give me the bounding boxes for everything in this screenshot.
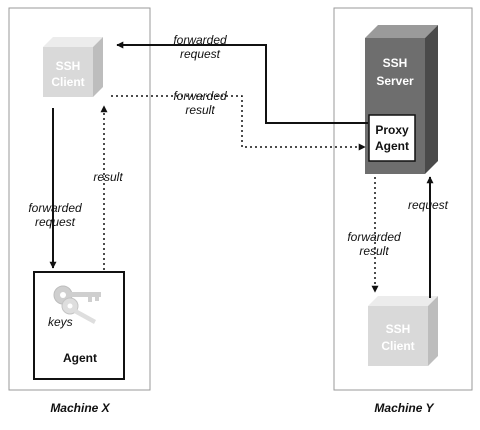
machine-x-caption: Machine X	[50, 401, 110, 415]
agent-label: Agent	[63, 351, 97, 365]
left-forwarded-request-label-2: request	[35, 215, 76, 229]
ssh-client-y-top	[368, 296, 438, 306]
agent-box: keys Agent	[33, 271, 125, 380]
keys-icon	[53, 285, 101, 324]
right-forwarded-result-label-2: result	[359, 244, 389, 258]
ssh-client-x-label-2: Client	[51, 75, 84, 89]
left-result-label: result	[93, 170, 123, 184]
ssh-server-side	[425, 25, 438, 174]
keys-label: keys	[48, 315, 73, 329]
ssh-server-top	[365, 25, 438, 38]
ssh-server-label-1: SSH	[383, 56, 408, 70]
left-forwarded-request-label-1: forwarded	[28, 201, 82, 215]
ssh-client-y-box: SSH Client	[368, 296, 438, 366]
top-forwarded-request-label-1: forwarded	[173, 33, 227, 47]
ssh-client-x-side	[93, 37, 103, 97]
right-forwarded-result-label-1: forwarded	[347, 230, 401, 244]
ssh-server-label-2: Server	[376, 74, 414, 88]
ssh-client-y-front	[368, 306, 428, 366]
ssh-client-y-label-1: SSH	[386, 322, 411, 336]
top-forwarded-result-label-1: forwarded	[173, 89, 227, 103]
top-forwarded-result-arrow	[111, 95, 366, 151]
agent-frame	[33, 271, 125, 380]
top-forwarded-result-label-2: result	[185, 103, 215, 117]
proxy-agent-label-2: Agent	[375, 139, 409, 153]
ssh-client-y-label-2: Client	[381, 339, 414, 353]
top-forwarded-request-label-2: request	[180, 47, 221, 61]
ssh-client-x-front	[43, 47, 93, 97]
top-forwarded-request-arrow	[116, 41, 368, 124]
ssh-client-x-box: SSH Client	[43, 37, 103, 97]
machine-y-caption: Machine Y	[374, 401, 434, 415]
proxy-agent-box	[368, 114, 416, 162]
ssh-client-x-label-1: SSH	[56, 59, 81, 73]
ssh-server-box: SSH Server Proxy Agent	[365, 25, 438, 174]
ssh-client-y-side	[428, 296, 438, 366]
right-request-label: request	[408, 198, 449, 212]
ssh-client-x-top	[43, 37, 103, 47]
proxy-agent-label-1: Proxy	[375, 123, 409, 137]
